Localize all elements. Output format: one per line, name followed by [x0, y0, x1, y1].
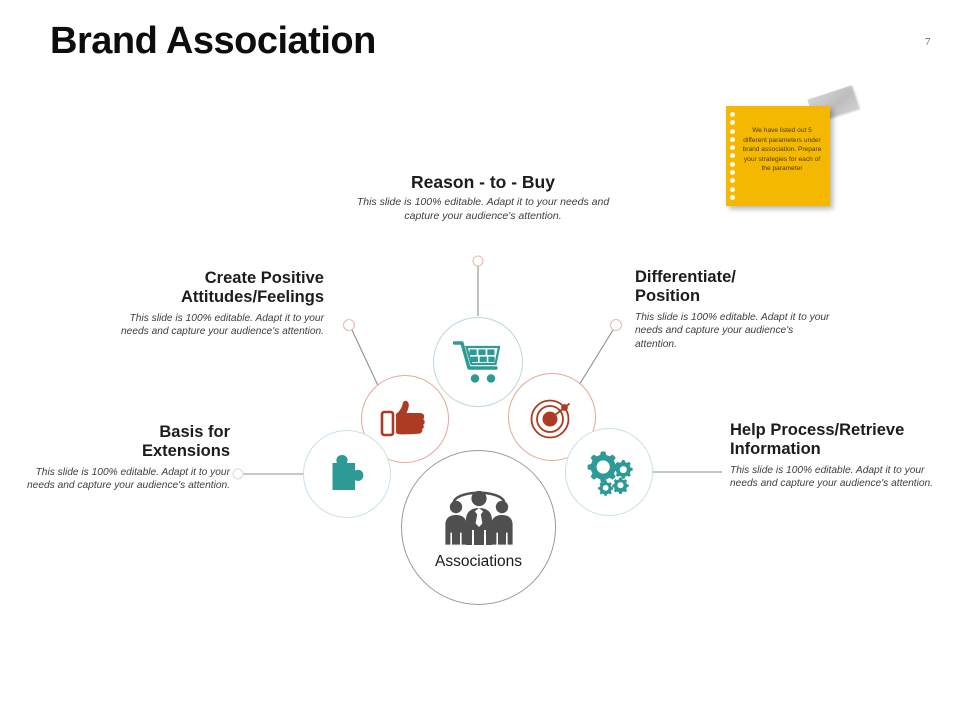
heading-create-positive-line1: Create Positive [204, 269, 324, 287]
heading-differentiate-line1: Differentiate/ [635, 268, 736, 286]
page-number: 7 [925, 36, 931, 48]
heading-help-line1: Help Process/Retrieve [730, 421, 905, 439]
heading-help-line2: Information [730, 440, 821, 459]
node-reason-to-buy[interactable] [433, 317, 523, 407]
sticky-note-text: We have listed out 5 different parameter… [742, 127, 822, 173]
gears-icon [587, 451, 633, 496]
page-title: Brand Association [50, 20, 376, 62]
heading-basis-line1: Basis for [159, 423, 230, 441]
node-basis-for-extensions[interactable] [303, 430, 391, 518]
shopping-cart-icon [453, 341, 501, 383]
label-block-differentiate-position: Differentiate/ Position This slide is 10… [635, 268, 835, 351]
body-basis-for-extensions: This slide is 100% editable. Adapt it to… [26, 466, 230, 492]
center-node-associations[interactable]: Associations [401, 450, 556, 605]
body-help-process-retrieve-information: This slide is 100% editable. Adapt it to… [730, 464, 934, 490]
puzzle-piece-icon [332, 455, 364, 490]
label-block-create-positive-attitudes-feelings: Create Positive Attitudes/Feelings This … [112, 269, 324, 339]
body-reason-to-buy: This slide is 100% editable. Adapt it to… [356, 196, 610, 223]
thumbs-up-icon [380, 400, 425, 437]
label-block-reason-to-buy: Reason - to - Buy This slide is 100% edi… [352, 172, 614, 224]
heading-reason-to-buy: Reason - to - Buy [411, 172, 555, 192]
sticky-note-body: We have listed out 5 different parameter… [726, 106, 830, 206]
body-differentiate-position: This slide is 100% editable. Adapt it to… [635, 311, 830, 350]
body-create-positive-attitudes-feelings: This slide is 100% editable. Adapt it to… [120, 312, 324, 338]
heading-create-positive-line2: Attitudes/Feelings [180, 288, 324, 307]
sticky-note: We have listed out 5 different parameter… [726, 85, 859, 210]
label-block-basis-for-extensions: Basis for Extensions This slide is 100% … [22, 423, 230, 493]
node-help-process-retrieve-information[interactable] [565, 428, 653, 516]
heading-differentiate-line2: Position [635, 287, 701, 306]
heading-basis-line2: Extensions [141, 442, 230, 461]
sticky-note-holes [730, 112, 738, 200]
label-block-help-process-retrieve-information: Help Process/Retrieve Information This s… [730, 421, 945, 491]
center-node-label: Associations [434, 552, 522, 570]
target-icon [530, 399, 570, 439]
people-group-icon [444, 490, 513, 545]
